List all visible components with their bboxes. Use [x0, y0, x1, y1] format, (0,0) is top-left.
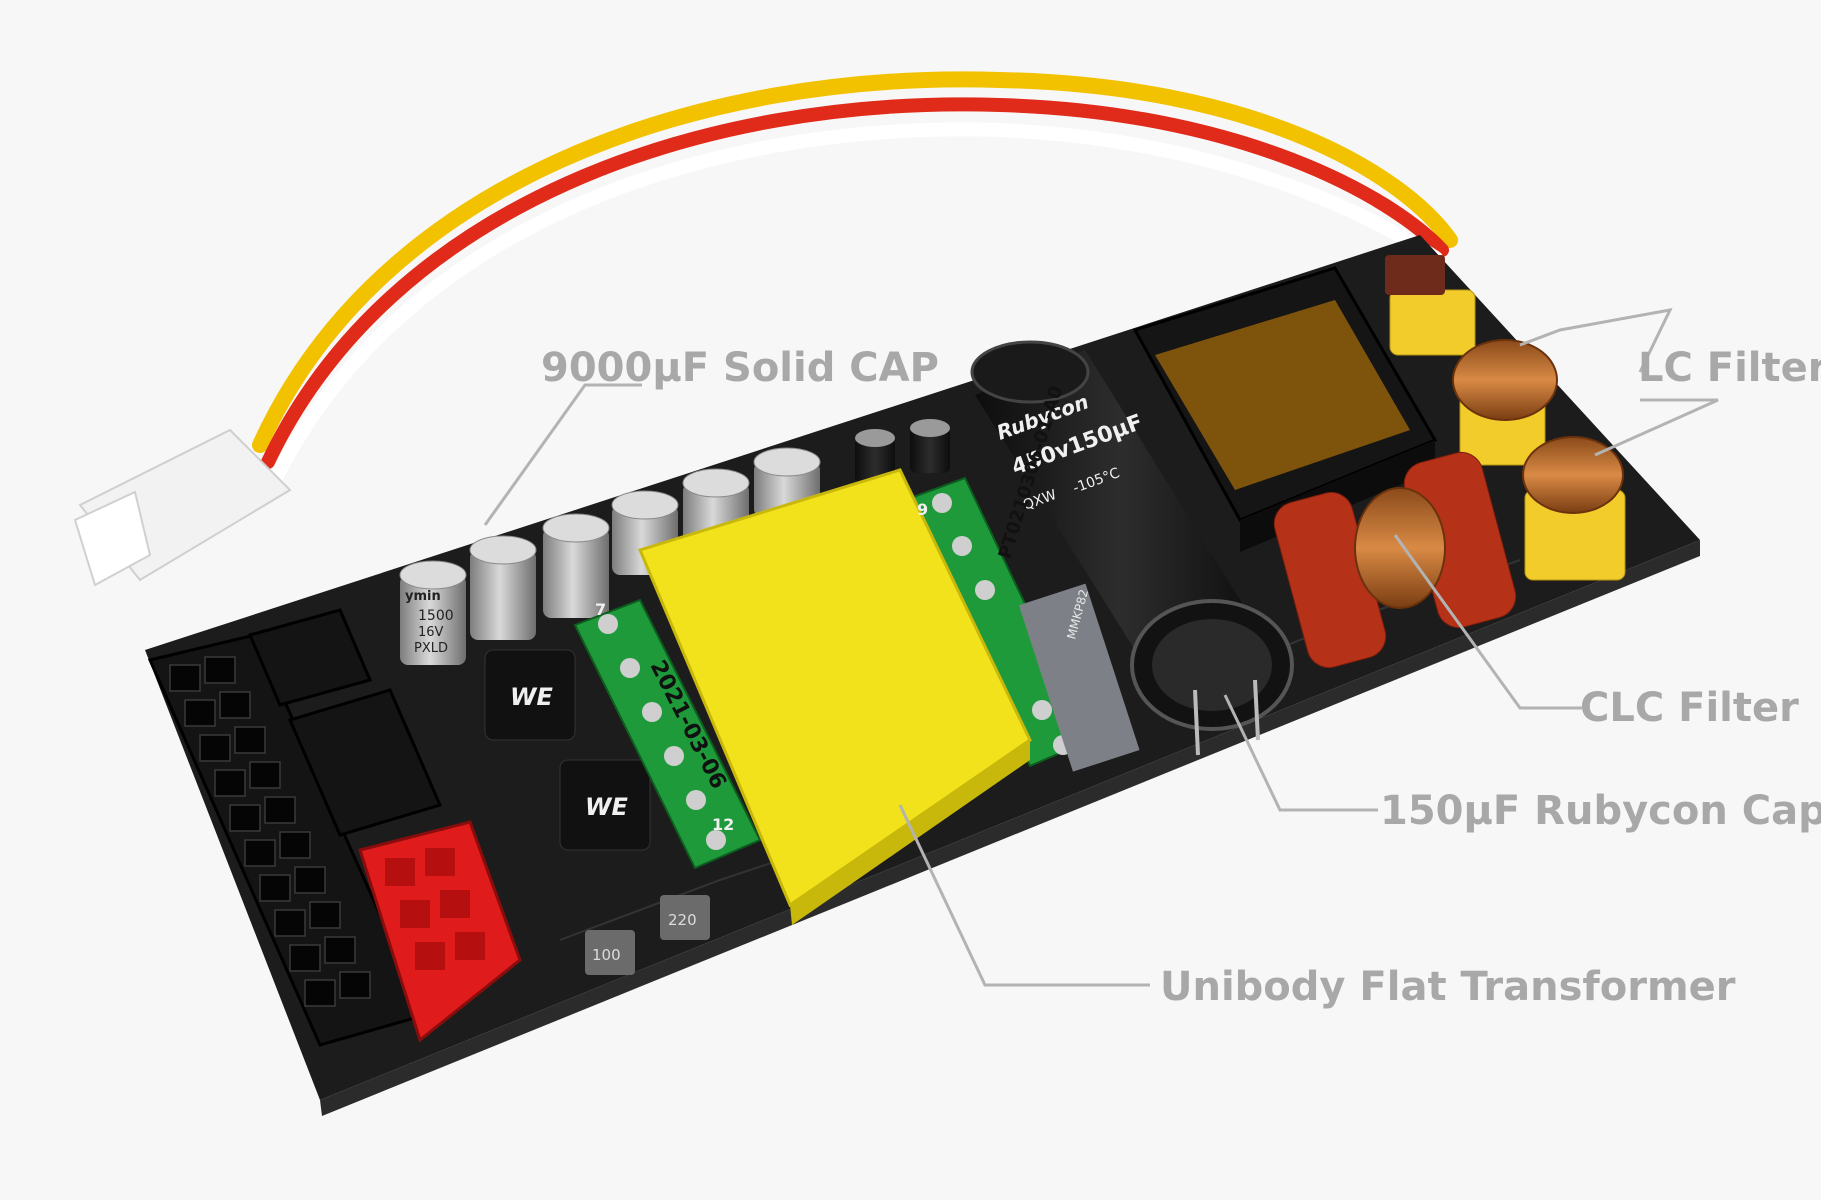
we-logo-1: WE — [510, 683, 553, 711]
callout-lines — [483, 307, 1719, 987]
pin-left: 7 — [595, 600, 606, 619]
we-logo-2: WE — [585, 793, 628, 821]
callout-solid-cap: 9000μF Solid CAP — [541, 345, 939, 391]
pin-bottom: 12 — [712, 815, 734, 834]
callout-clc-filter: CLC Filter — [1580, 685, 1799, 731]
smd-inductors — [585, 895, 710, 975]
callout-rubycon-cap: 150μF Rubycon Cap — [1380, 788, 1821, 834]
main-transformer — [1132, 266, 1438, 552]
cap-voltage: 16V — [418, 625, 444, 640]
callout-lc-filter: LC Filter — [1638, 345, 1821, 391]
eps-connector — [247, 608, 443, 837]
wire-harness — [252, 71, 1458, 485]
we-inductors — [484, 649, 651, 851]
small-electrolytic-caps — [855, 419, 950, 483]
input-fuse-block — [1385, 255, 1445, 295]
pin-top: 9 — [917, 500, 928, 519]
fan-connector — [73, 428, 292, 587]
callout-transformer: Unibody Flat Transformer — [1160, 964, 1736, 1010]
cap-value: 1500 — [418, 608, 454, 624]
smd-marking-220: 220 — [668, 911, 697, 929]
pcie-connector-red — [358, 820, 522, 1043]
cap-brand: ymin — [405, 589, 441, 604]
solid-capacitors — [399, 447, 821, 665]
flat-transformer — [637, 468, 1032, 925]
rubycon-bulk-capacitor — [970, 340, 1294, 756]
transformer-pcb-left — [573, 598, 762, 870]
film-capacitor — [1018, 583, 1140, 772]
cap-series: PXLD — [414, 641, 448, 656]
smd-marking-100: 100 — [592, 946, 621, 964]
toroid-inductors — [1354, 339, 1624, 609]
